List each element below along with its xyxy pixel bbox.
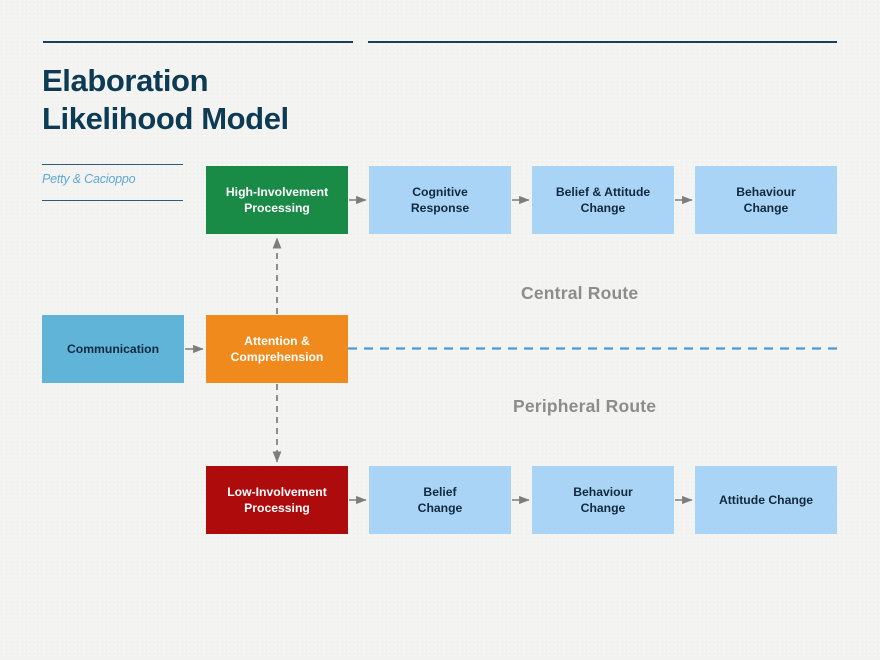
node-label-line2: Change	[417, 501, 463, 515]
node-label-line1: Belief & Attitude	[555, 185, 651, 199]
node-low-involvement-processing[interactable]: Low-Involvement Processing	[206, 466, 348, 534]
node-label-line2: Response	[410, 201, 470, 215]
node-attention-comprehension[interactable]: Attention & Comprehension	[206, 315, 348, 383]
page-title-line1: Elaboration	[42, 63, 209, 98]
header-rule-right	[368, 41, 837, 43]
node-communication[interactable]: Communication	[42, 315, 184, 383]
node-label-line2: Change	[743, 201, 789, 215]
node-label-line2: Change	[580, 501, 626, 515]
subtitle-rule-bottom	[42, 200, 183, 201]
node-behaviour-change-central[interactable]: Behaviour Change	[695, 166, 837, 234]
label-peripheral-route: Peripheral Route	[513, 396, 657, 416]
node-label-line1: Belief	[423, 485, 457, 499]
node-label-line1: Attitude Change	[718, 493, 814, 507]
node-label-line1: High-Involvement	[225, 185, 329, 199]
node-label-line1: Low-Involvement	[227, 485, 327, 499]
node-label-line2: Processing	[244, 201, 310, 215]
node-high-involvement-processing[interactable]: High-Involvement Processing	[206, 166, 348, 234]
node-label-line1: Cognitive	[412, 185, 468, 199]
node-label-line2: Change	[580, 201, 626, 215]
node-belief-change[interactable]: Belief Change	[369, 466, 511, 534]
header-rule-left	[43, 41, 353, 43]
subtitle-rule-top	[42, 164, 183, 165]
label-central-route: Central Route	[521, 283, 639, 303]
page-title: Elaboration Likelihood Model	[42, 62, 372, 138]
node-label-line1: Behaviour	[573, 485, 633, 499]
node-label-line2: Comprehension	[230, 350, 324, 364]
page-title-line2: Likelihood Model	[42, 101, 289, 136]
node-behaviour-change-peripheral[interactable]: Behaviour Change	[532, 466, 674, 534]
subtitle-authors: Petty & Cacioppo	[42, 172, 136, 186]
node-label-line1: Communication	[66, 342, 160, 356]
node-label-line2: Processing	[244, 501, 310, 515]
node-label-line1: Behaviour	[736, 185, 796, 199]
node-attitude-change[interactable]: Attitude Change	[695, 466, 837, 534]
node-belief-attitude-change[interactable]: Belief & Attitude Change	[532, 166, 674, 234]
node-cognitive-response[interactable]: Cognitive Response	[369, 166, 511, 234]
node-label-line1: Attention &	[244, 334, 310, 348]
